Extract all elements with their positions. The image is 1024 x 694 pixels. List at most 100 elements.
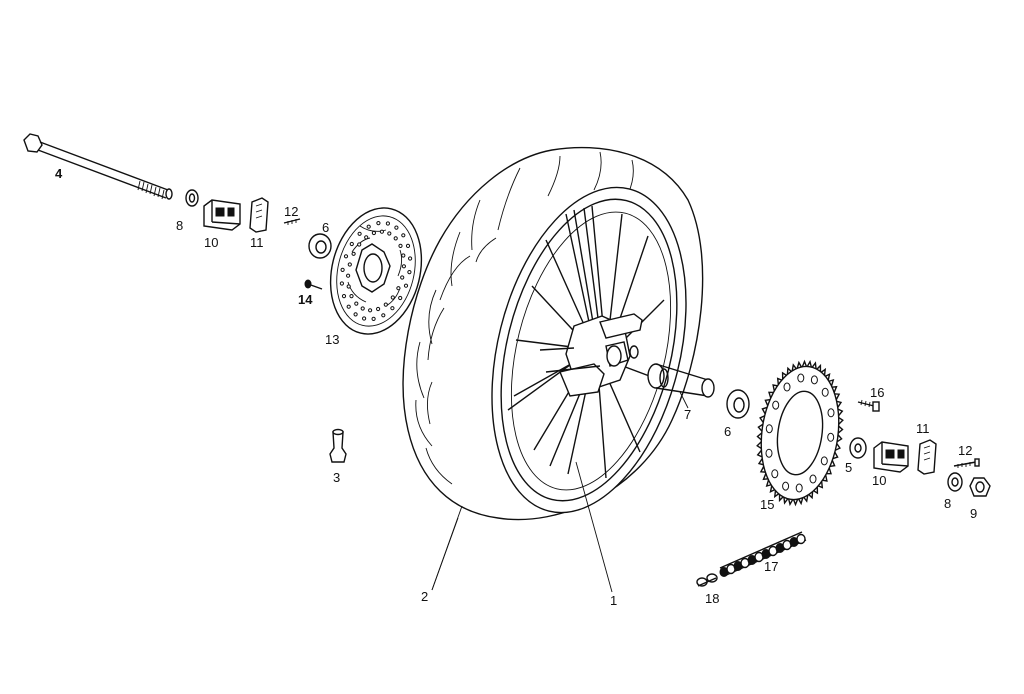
disc-hole bbox=[346, 284, 351, 289]
adjuster-bolt-left bbox=[283, 218, 301, 225]
disc-hole bbox=[366, 224, 371, 229]
disc-hole bbox=[346, 273, 351, 278]
disc-hole bbox=[357, 231, 362, 236]
disc-hole bbox=[354, 301, 359, 306]
sprocket-hole bbox=[827, 432, 835, 442]
disc-hole bbox=[347, 262, 352, 267]
disc-hole bbox=[341, 294, 347, 299]
wheel-axle bbox=[23, 133, 173, 200]
disc-bolt bbox=[304, 279, 323, 290]
callout-1: 1 bbox=[610, 593, 617, 608]
callout-10-left: 10 bbox=[204, 235, 218, 250]
chain-master-link bbox=[696, 573, 718, 587]
sprocket-hole bbox=[809, 474, 817, 484]
rim bbox=[491, 186, 687, 514]
disc-hole bbox=[357, 242, 362, 247]
sprocket-hole bbox=[771, 469, 779, 479]
tyre-valve bbox=[329, 428, 347, 463]
sprocket-hole bbox=[810, 375, 818, 385]
disc-hole bbox=[398, 295, 403, 301]
callout-5: 5 bbox=[845, 460, 852, 475]
callout-11-left: 11 bbox=[250, 235, 264, 250]
washer-left bbox=[185, 189, 199, 207]
disc-hole bbox=[401, 233, 406, 238]
sprocket-hole bbox=[772, 400, 780, 410]
callout-13: 13 bbox=[325, 332, 339, 347]
disc-hole bbox=[381, 313, 386, 318]
callout-6-right: 6 bbox=[724, 424, 731, 439]
spacer-sleeve bbox=[647, 363, 715, 398]
chain-adjuster-block-left bbox=[203, 199, 241, 231]
disc-hole bbox=[362, 316, 367, 321]
callout-6-left: 6 bbox=[322, 220, 329, 235]
disc-hole bbox=[401, 253, 406, 258]
adjuster-bolt-right bbox=[953, 458, 980, 468]
disc-hole bbox=[403, 283, 409, 288]
sprocket-hole bbox=[765, 424, 773, 434]
disc-hole bbox=[368, 308, 373, 313]
disc-hole bbox=[387, 231, 392, 236]
disc-hole bbox=[390, 295, 395, 300]
disc-hole bbox=[383, 302, 388, 307]
callout-15: 15 bbox=[760, 497, 774, 512]
disc-hole bbox=[353, 312, 358, 317]
adjuster-plate-left bbox=[249, 197, 269, 233]
disc-hole bbox=[364, 235, 369, 240]
sprocket-hole bbox=[827, 408, 835, 418]
disc-hole bbox=[390, 306, 395, 311]
adjuster-plate-right bbox=[917, 439, 937, 475]
disc-hole bbox=[343, 254, 349, 259]
chain-link bbox=[796, 533, 806, 545]
disc-hole bbox=[405, 243, 411, 248]
disc-hole bbox=[407, 270, 412, 275]
disc-hole bbox=[351, 251, 356, 256]
disc-hole bbox=[400, 275, 405, 280]
washer-right-8 bbox=[947, 472, 963, 492]
sprocket-hole bbox=[783, 382, 791, 392]
disc-hole bbox=[385, 221, 390, 226]
callout-11-right: 11 bbox=[916, 421, 930, 436]
callout-2: 2 bbox=[421, 589, 428, 604]
disc-hole bbox=[340, 267, 345, 272]
sprocket-hole bbox=[765, 448, 773, 458]
callout-17: 17 bbox=[764, 559, 778, 574]
sprocket-hole bbox=[820, 456, 828, 466]
sprocket-hole bbox=[782, 481, 790, 491]
bearing-left bbox=[308, 233, 332, 259]
callout-12-left: 12 bbox=[284, 204, 298, 219]
disc-hole bbox=[360, 306, 365, 311]
brake-disc bbox=[329, 207, 423, 335]
sprocket-hole bbox=[795, 483, 803, 493]
callout-7: 7 bbox=[684, 407, 691, 422]
callout-4: 4 bbox=[55, 166, 63, 181]
callout-16: 16 bbox=[870, 385, 884, 400]
callout-10-right: 10 bbox=[872, 473, 886, 488]
callout-8-right: 8 bbox=[944, 496, 951, 511]
disc-hole bbox=[396, 286, 401, 291]
callout-labels: 1 2 3 4 5 6 6 7 8 8 9 10 10 11 11 12 12 … bbox=[55, 166, 977, 608]
disc-hole bbox=[339, 281, 344, 286]
callout-12-right: 12 bbox=[958, 443, 972, 458]
disc-hole bbox=[401, 264, 406, 269]
callout-18: 18 bbox=[705, 591, 719, 606]
disc-hole bbox=[376, 221, 381, 226]
disc-hole bbox=[394, 225, 399, 230]
callout-3: 3 bbox=[333, 470, 340, 485]
callout-14: 14 bbox=[298, 292, 313, 307]
drive-chain bbox=[719, 531, 807, 577]
rear-sprocket bbox=[756, 359, 844, 507]
chain-adjuster-block-right bbox=[873, 441, 909, 473]
disc-hole bbox=[371, 316, 376, 321]
disc-hole bbox=[349, 294, 354, 299]
disc-hole bbox=[408, 256, 413, 261]
disc-hole bbox=[376, 306, 381, 312]
disc-hole bbox=[371, 230, 376, 236]
sprocket-hole bbox=[821, 387, 829, 397]
bearing-right bbox=[726, 389, 750, 419]
sprocket-bolt bbox=[857, 399, 880, 412]
sprocket-hole bbox=[797, 373, 805, 383]
callout-8-left: 8 bbox=[176, 218, 183, 233]
leader-lines bbox=[431, 391, 689, 593]
washer-right-5 bbox=[849, 437, 867, 459]
